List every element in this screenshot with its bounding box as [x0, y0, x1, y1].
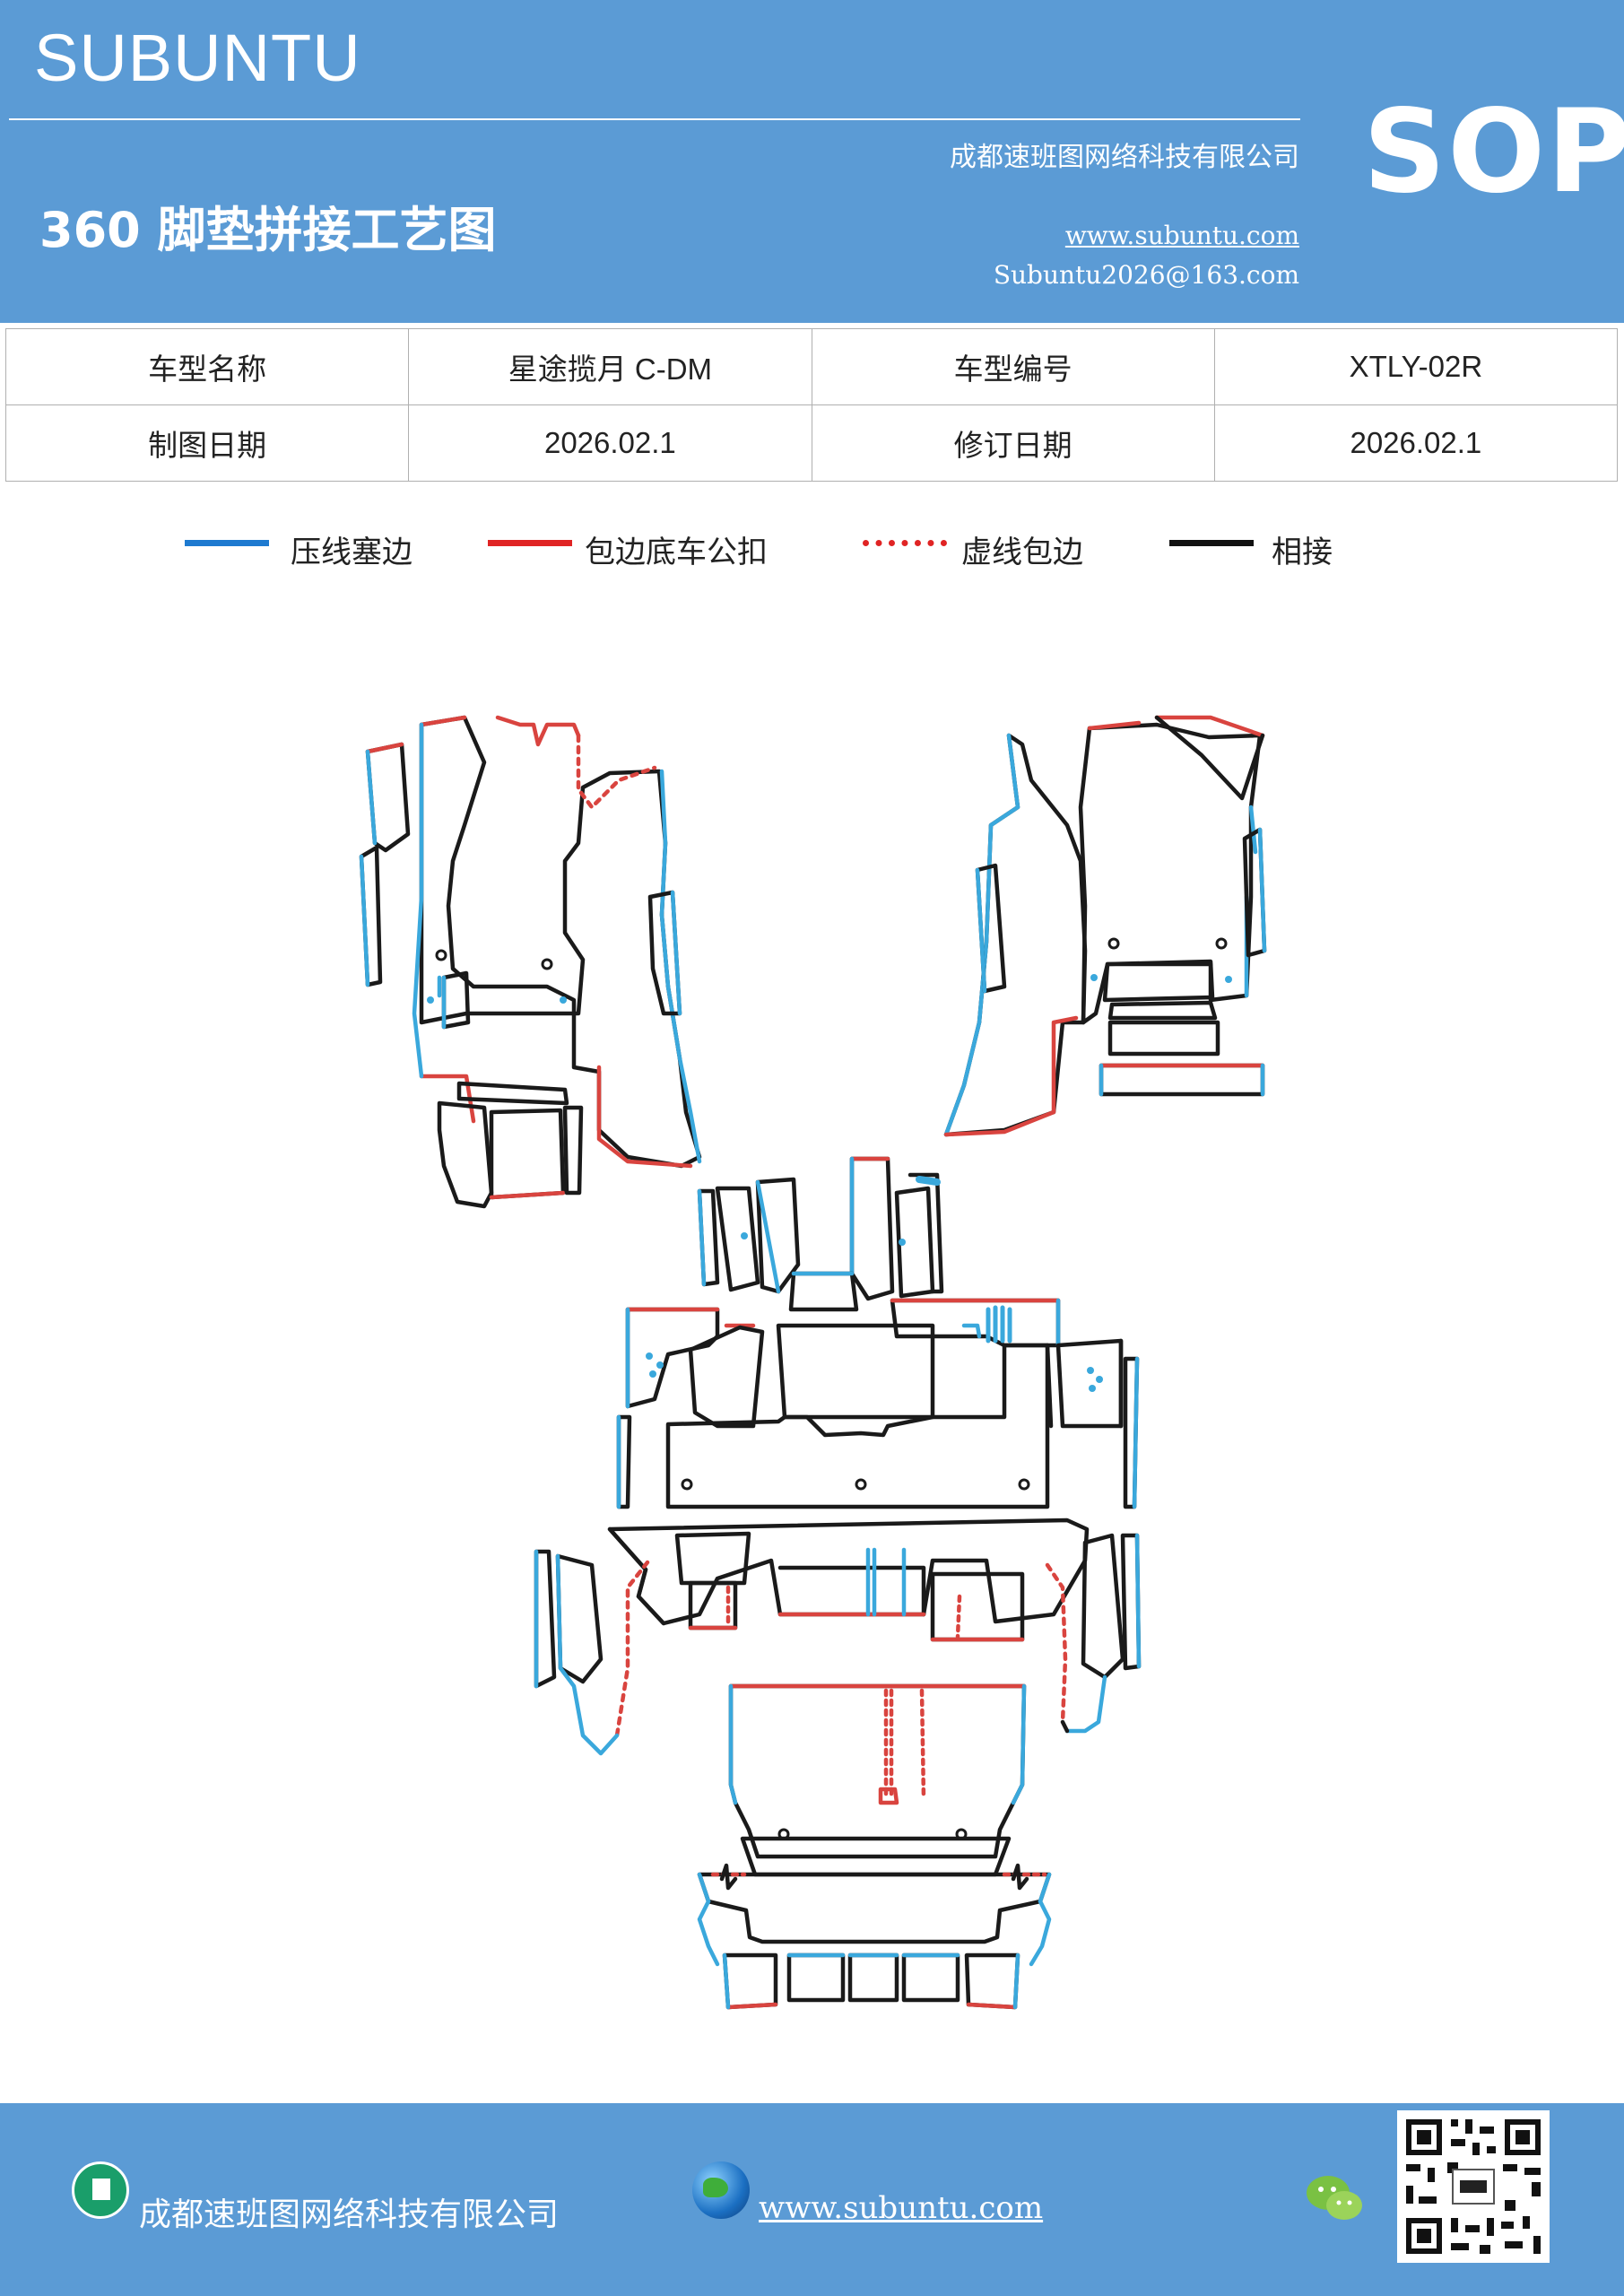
draw-date-value: 2026.02.1	[408, 404, 812, 482]
revise-date-label: 修订日期	[811, 404, 1215, 482]
second-row-mat	[616, 1298, 1140, 1509]
qr-code[interactable]	[1397, 2110, 1550, 2263]
trunk-mat	[697, 1683, 1052, 2010]
footer-company: 成都速班图网络科技有限公司	[139, 2196, 560, 2233]
header-banner: SUBUNTU 成都速班图网络科技有限公司 360 脚垫拼接工艺图 www.su…	[0, 0, 1624, 323]
legend: 压线塞边 包边底车公扣 虚线包边 相接	[0, 527, 1624, 581]
wechat-icon[interactable]	[1305, 2173, 1364, 2225]
legend-label: 包边底车公扣	[585, 535, 768, 570]
revise-date-value: 2026.02.1	[1213, 404, 1619, 482]
legend-swatch-blue	[185, 540, 269, 546]
legend-label: 相接	[1272, 535, 1333, 570]
third-row-pieces	[534, 1518, 1142, 1756]
header-email: Subuntu2026@163.com	[993, 260, 1299, 290]
header-website-link[interactable]: www.subuntu.com	[1064, 221, 1299, 250]
legend-label: 虚线包边	[961, 535, 1083, 570]
building-icon	[72, 2161, 129, 2219]
legend-swatch-red-dotted	[863, 540, 947, 546]
legend-label: 压线塞边	[291, 535, 413, 570]
legend-swatch-red	[488, 540, 572, 546]
model-name-label: 车型名称	[4, 328, 410, 405]
brand-name: SUBUNTU	[34, 21, 361, 95]
front-left-mat	[359, 715, 702, 1209]
page-title: 360 脚垫拼接工艺图	[39, 202, 497, 258]
footer-banner: 成都速班图网络科技有限公司 www.subuntu.com	[0, 2103, 1624, 2296]
header-divider	[9, 118, 1300, 120]
globe-icon	[692, 2161, 750, 2219]
footer-website-link[interactable]: www.subuntu.com	[759, 2190, 1044, 2226]
center-console-pieces	[697, 1156, 944, 1312]
legend-swatch-black	[1169, 540, 1254, 546]
vehicle-info-table: 车型名称 星途揽月 C-DM 车型编号 XTLY-02R 制图日期 2026.0…	[4, 328, 1619, 482]
header-company: 成都速班图网络科技有限公司	[950, 142, 1299, 173]
model-name-value: 星途揽月 C-DM	[408, 328, 812, 405]
sop-badge: SOP	[1363, 85, 1624, 219]
model-code-value: XTLY-02R	[1213, 328, 1619, 405]
table-row: 制图日期 2026.02.1 修订日期 2026.02.1	[4, 404, 1619, 482]
model-code-label: 车型编号	[811, 328, 1215, 405]
draw-date-label: 制图日期	[4, 404, 410, 482]
table-row: 车型名称 星途揽月 C-DM 车型编号 XTLY-02R	[4, 328, 1619, 405]
front-right-mat	[943, 715, 1267, 1137]
